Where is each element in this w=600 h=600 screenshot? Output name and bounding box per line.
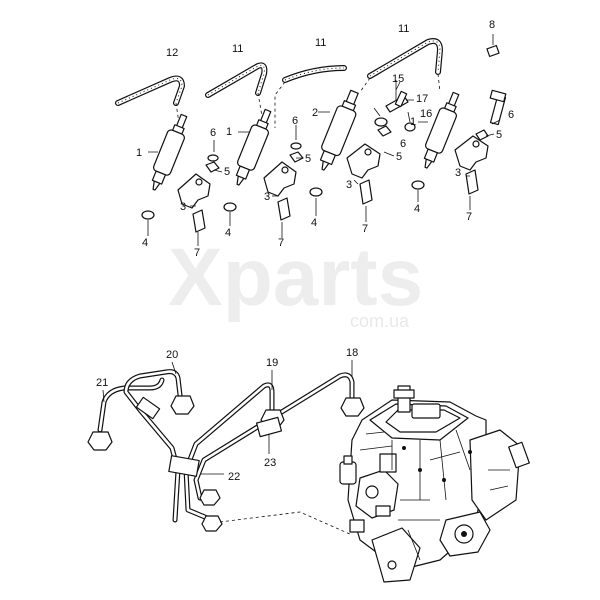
- washer: [205, 161, 220, 173]
- pipe-clamp-22: [168, 455, 200, 477]
- injection-pump: [339, 385, 530, 583]
- injector-nozzle: [151, 113, 188, 191]
- callout-1a: 1: [136, 147, 142, 159]
- callout-labels: 1 1 1 2 3 3 3 3 4 4 4 4 5 5 5 5 6 6 6 6 …: [96, 19, 514, 483]
- callout-5c: 5: [396, 151, 402, 163]
- callout-1c: 1: [410, 116, 416, 128]
- callout-5a: 5: [224, 166, 230, 178]
- stud: [192, 209, 206, 233]
- callout-3a: 3: [180, 201, 186, 213]
- callout-8: 8: [489, 19, 495, 31]
- callout-6c: 6: [400, 138, 406, 150]
- callout-17: 17: [416, 93, 428, 105]
- callout-11b: 11: [315, 37, 326, 49]
- callout-20: 20: [166, 349, 178, 361]
- callout-4a: 4: [142, 237, 148, 249]
- callout-18: 18: [346, 347, 358, 359]
- callout-1b: 1: [226, 126, 232, 138]
- callout-4b: 4: [225, 227, 231, 239]
- bolt: [489, 89, 507, 126]
- watermark-domain: com.ua: [350, 311, 410, 331]
- callout-16: 16: [420, 108, 432, 120]
- pipe-clamp: [135, 396, 161, 420]
- callout-6a: 6: [210, 127, 216, 139]
- callout-6d: 6: [508, 109, 514, 121]
- union-nut-20: [170, 395, 195, 415]
- union-nut-21: [87, 431, 113, 451]
- injector-assembly-1: [141, 113, 220, 233]
- callout-7d: 7: [466, 211, 472, 223]
- callout-3b: 3: [264, 191, 270, 203]
- callout-11c: 11: [398, 23, 409, 35]
- callout-12: 12: [166, 47, 178, 59]
- watermark: Xparts com.ua: [168, 232, 423, 331]
- callout-15: 15: [392, 73, 404, 85]
- injector-assembly-2: [223, 108, 304, 221]
- union-nut-18: [340, 397, 365, 417]
- small-nut: [404, 122, 416, 132]
- injector-pipes: [87, 369, 365, 536]
- callout-6b: 6: [292, 115, 298, 127]
- pipe-clamp-23: [255, 416, 283, 438]
- injector-assembly-3: [309, 80, 416, 205]
- callout-leaders-top: [147, 81, 501, 246]
- callout-5b: 5: [305, 153, 311, 165]
- callout-5d: 5: [496, 129, 502, 141]
- seal-washer: [141, 210, 155, 220]
- callout-19: 19: [266, 357, 278, 369]
- nut: [207, 154, 219, 162]
- callout-7b: 7: [278, 237, 284, 249]
- callout-leaders-bottom: [102, 360, 353, 403]
- callout-21: 21: [96, 377, 108, 389]
- watermark-brand: Xparts: [168, 232, 423, 323]
- callout-3d: 3: [455, 167, 461, 179]
- injector-assembly-4: [411, 89, 507, 195]
- callout-4d: 4: [414, 203, 420, 215]
- leak-off-hoses: [115, 38, 443, 131]
- callout-3c: 3: [346, 179, 352, 191]
- callout-22: 22: [228, 471, 240, 483]
- plug: [486, 34, 500, 58]
- callout-4c: 4: [311, 217, 317, 229]
- callout-7c: 7: [362, 223, 368, 235]
- callout-23: 23: [264, 457, 276, 469]
- callout-2: 2: [312, 107, 318, 119]
- callout-7a: 7: [194, 247, 200, 259]
- callout-11a: 11: [232, 43, 243, 55]
